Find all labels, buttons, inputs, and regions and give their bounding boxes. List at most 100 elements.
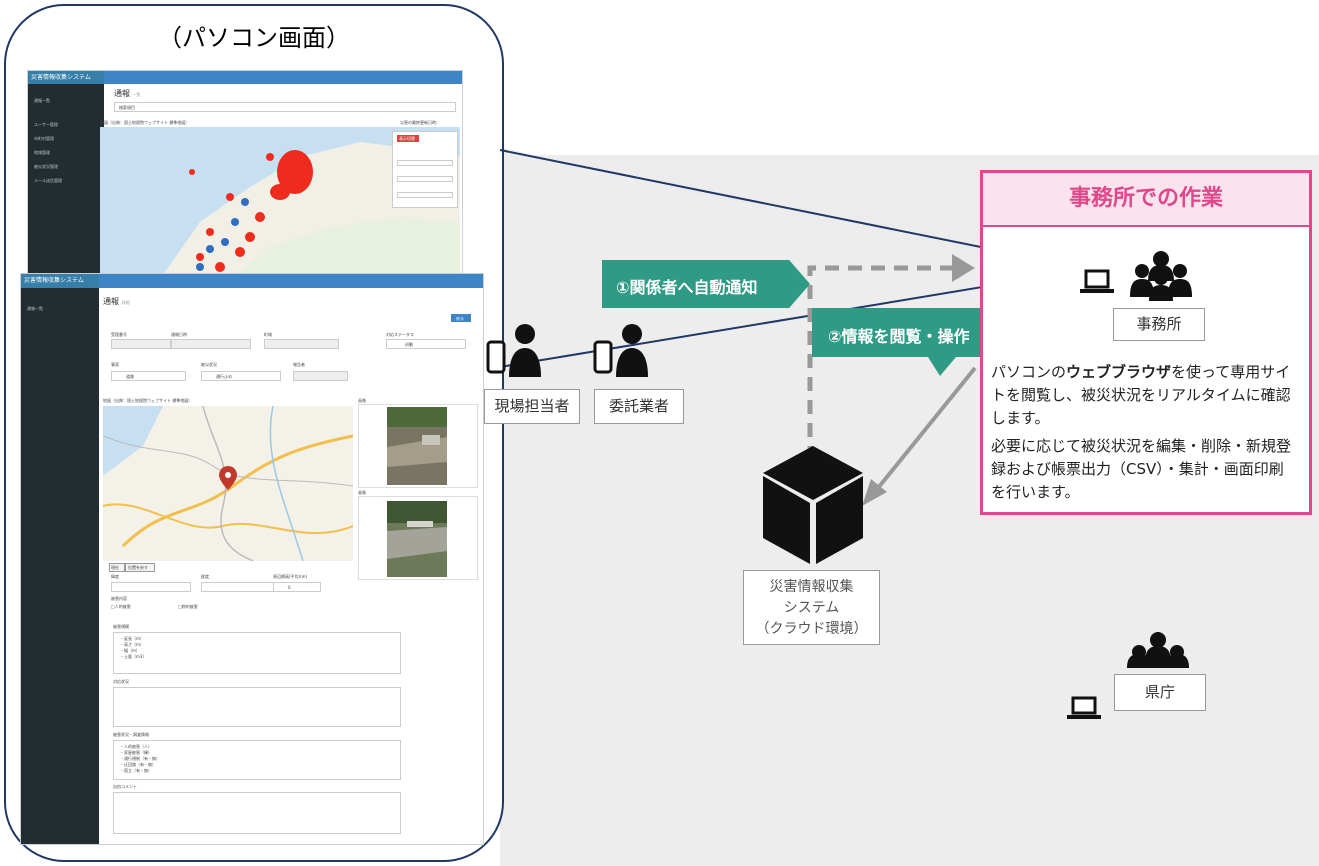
- office-header: 事務所での作業: [983, 173, 1309, 227]
- person-icon: [616, 324, 648, 377]
- text-bold: ウェブブラウザ: [1066, 363, 1172, 381]
- current-button[interactable]: 現在: [109, 563, 125, 572]
- contractor-label: 委託業者: [594, 389, 684, 424]
- label: 経度: [201, 574, 209, 579]
- filter-select[interactable]: [397, 192, 453, 198]
- label: 被害状況・調査情報: [113, 732, 149, 737]
- text-line: 録および帳票出力（CSV）・集計・画面印刷: [991, 460, 1284, 478]
- text-segment: ト: [991, 386, 1007, 404]
- damage-photo: [387, 407, 447, 485]
- status-select[interactable]: 初動: [386, 339, 466, 349]
- update-caption: 災害の最終更新日時：: [400, 120, 440, 125]
- search-dropdown[interactable]: 検索項目: [114, 102, 456, 112]
- filter-select[interactable]: [397, 176, 453, 182]
- reset-position-button[interactable]: 位置を戻す: [125, 563, 155, 572]
- label: 被害規模: [113, 624, 129, 629]
- label: 事案: [111, 362, 119, 367]
- label: 通報日時: [171, 332, 187, 337]
- label: 画像: [358, 398, 366, 403]
- map-caption: 地図（出典：国土地理院ウェブサイト 標準地図）: [100, 120, 190, 125]
- sidebar-item[interactable]: 通報一覧: [27, 306, 43, 311]
- system-label-line: システム: [783, 600, 840, 616]
- brand: 災害情報収集システム: [28, 71, 104, 84]
- topbar: [21, 274, 483, 288]
- label: 画像: [358, 490, 366, 495]
- system-label-line: （クラウド環境）: [755, 621, 868, 637]
- text-segment: します。: [991, 409, 1050, 427]
- label: 対応状況: [113, 679, 129, 684]
- label: 対応ステータス: [386, 332, 414, 337]
- notify-arrow-label: ①関係者へ自動通知: [602, 260, 810, 308]
- photo-card[interactable]: [358, 404, 478, 488]
- comment-textarea[interactable]: [113, 792, 401, 834]
- response-textarea[interactable]: [113, 687, 401, 727]
- report-date-field: [171, 339, 251, 349]
- lat-field[interactable]: [111, 582, 191, 592]
- office-description-1: パソコンのウェブブラウザを使って専用サイ トを閲覧し、被災状況をリアルタイムに確…: [991, 361, 1311, 430]
- screenshot-detail-view: 災害情報収集システム 通報一覧 通報 詳細 戻る 受理番号 通報日時 町域 対応…: [20, 273, 484, 845]
- sidebar: 通報一覧 ユーザー管理 市町村管理 地域管理 被災状況管理 メール送信管理: [28, 84, 104, 281]
- laptop-icon: [1080, 269, 1114, 293]
- elevation-field[interactable]: 0: [273, 582, 321, 592]
- page-title: 通報 詳細: [103, 297, 130, 306]
- town-field: [264, 339, 339, 349]
- office-label: 事務所: [1113, 308, 1205, 341]
- text-segment: を閲覧し、被災状況をリアルタイムに確認: [1006, 386, 1291, 404]
- sidebar: 通報一覧: [21, 288, 99, 844]
- filter-select[interactable]: [397, 160, 453, 166]
- label: 緯度: [111, 574, 119, 579]
- page-title: 通報 一覧: [114, 89, 141, 98]
- label: 被害内容: [111, 596, 127, 601]
- pc-screen-title: （パソコン画面）: [158, 24, 350, 52]
- smartphone-icon: [486, 340, 506, 374]
- screenshot-list-view: 災害情報収集システム 通報一覧 ユーザー管理 市町村管理 地域管理 被災状況管理…: [27, 70, 463, 282]
- text-line: 必要に応じて被災状況を編集・削除・新規登: [991, 437, 1292, 455]
- field-worker-icons: [486, 324, 648, 377]
- label: 町域: [264, 332, 272, 337]
- filter-panel[interactable]: 表示切替: [392, 131, 458, 208]
- office-icons: [1080, 251, 1192, 301]
- damage-select[interactable]: 通行止め: [201, 371, 281, 381]
- sidebar-item[interactable]: ユーザー管理: [34, 122, 58, 127]
- scale-textarea[interactable]: ・延長（m） ・高さ（m） ・幅（m） ・土量（m3）: [113, 632, 401, 674]
- map-pin-icon: [219, 466, 237, 490]
- disaster-select[interactable]: 道路: [111, 371, 186, 381]
- report-no-field: [111, 339, 171, 349]
- site-worker-label: 現場担当者: [484, 389, 580, 424]
- sidebar-item[interactable]: 被災状況管理: [34, 164, 58, 169]
- system-label: 災害情報収集 システム （クラウド環境）: [743, 570, 880, 645]
- photo-card[interactable]: [358, 496, 478, 580]
- checkbox-human[interactable]: □人的被害: [111, 604, 131, 609]
- sidebar-item[interactable]: 通報一覧: [34, 98, 50, 103]
- label: 被災状況: [201, 362, 217, 367]
- damage-photo: [387, 501, 447, 577]
- smartphone-icon: [593, 340, 613, 374]
- prefecture-icons: [1067, 632, 1189, 719]
- group-icon: [1127, 632, 1189, 668]
- label: 受理番号: [111, 332, 127, 337]
- office-panel: 事務所での作業 事務所 パソコンのウェブブラウザを使って専用サイ トを閲覧し、被…: [980, 170, 1312, 515]
- text-segment: を使って専用サイ: [1171, 363, 1291, 381]
- system-label-line: 災害情報収集: [769, 579, 854, 595]
- label: 報告者: [293, 362, 305, 367]
- label: 自由コメント: [113, 784, 137, 789]
- sidebar-item[interactable]: 市町村管理: [34, 136, 54, 141]
- brand: 災害情報収集システム: [21, 274, 99, 288]
- checkbox-property[interactable]: □物的被害: [178, 604, 198, 609]
- detail-map[interactable]: [103, 406, 353, 561]
- prefecture-label: 県庁: [1114, 674, 1206, 711]
- laptop-icon: [1067, 696, 1101, 719]
- situation-textarea[interactable]: ・人的被害（人） ・家屋被害（棟） ・通行規制（有・無） ・迂回路（有・無） ・…: [113, 740, 401, 780]
- map-caption: 地図（出典：国土地理院ウェブサイト 標準地図）: [103, 398, 193, 403]
- sidebar-item[interactable]: メール送信管理: [34, 178, 62, 183]
- text-line: を行います。: [991, 483, 1080, 501]
- text-segment: パソコンの: [991, 363, 1067, 381]
- sidebar-item[interactable]: 地域管理: [34, 150, 50, 155]
- cloud-system-icon: [763, 446, 863, 564]
- topbar: [28, 71, 462, 84]
- office-description-2: 必要に応じて被災状況を編集・削除・新規登 録および帳票出力（CSV）・集計・画面…: [991, 435, 1311, 504]
- reporter-field: [293, 371, 348, 381]
- filter-button[interactable]: 表示切替: [397, 135, 419, 142]
- back-button[interactable]: 戻る: [451, 314, 471, 322]
- person-icon: [509, 324, 541, 377]
